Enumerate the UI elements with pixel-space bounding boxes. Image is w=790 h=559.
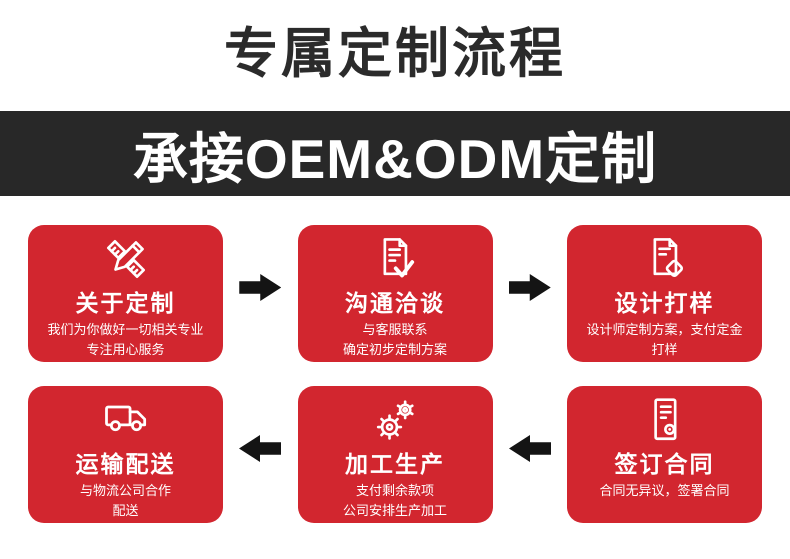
- card-desc-line: 设计师定制方案，支付定金: [586, 322, 743, 338]
- step-card-communicate: 沟通洽谈 与客服联系 确定初步定制方案: [297, 225, 493, 362]
- card-desc: 设计师定制方案，支付定金 打样: [586, 320, 742, 360]
- card-desc: 支付剩余款项 公司安排生产加工: [343, 481, 447, 521]
- document-check-icon: [370, 235, 420, 283]
- card-desc-line: 合同无异议，签署合同: [599, 483, 730, 499]
- arrow-right-icon: [508, 274, 551, 301]
- card-desc: 合同无异议，签署合同: [599, 481, 729, 501]
- gears-icon: [370, 396, 420, 444]
- card-desc-line: 打样: [651, 342, 678, 358]
- card-title: 签订合同: [614, 451, 715, 477]
- card-title: 关于定制: [75, 290, 176, 316]
- oem-banner-text: 承接OEM&ODM定制: [132, 127, 658, 190]
- card-desc-line: 配送: [112, 503, 139, 519]
- card-title: 设计打样: [614, 290, 715, 316]
- flow-row-2: 运输配送 与物流公司合作 配送: [28, 386, 762, 523]
- truck-icon: [100, 396, 152, 444]
- card-desc-line: 与物流公司合作: [79, 483, 171, 499]
- step-card-contract: 签订合同 合同无异议，签署合同: [567, 386, 762, 523]
- card-desc: 我们为你做好一切相关专业 专注用心服务: [47, 320, 203, 360]
- arrow-right-icon: [239, 274, 282, 301]
- arrow-left-icon: [509, 435, 551, 462]
- page-title: 专属定制流程: [224, 24, 566, 84]
- pencil-ruler-icon: [101, 235, 151, 283]
- card-title: 沟通洽谈: [345, 290, 445, 316]
- document-tag-icon: [640, 235, 690, 283]
- step-card-production: 加工生产 支付剩余款项 公司安排生产加工: [297, 386, 493, 523]
- card-desc-line: 我们为你做好一切相关专业: [47, 322, 204, 338]
- step-card-design: 设计打样 设计师定制方案，支付定金 打样: [567, 225, 762, 362]
- card-desc-line: 与客服联系: [362, 322, 428, 338]
- card-desc-line: 公司安排生产加工: [342, 503, 447, 519]
- card-desc: 与物流公司合作 配送: [80, 481, 171, 521]
- card-title: 加工生产: [345, 451, 445, 477]
- contract-seal-icon: [640, 396, 690, 444]
- step-card-about: 关于定制 我们为你做好一切相关专业 专注用心服务: [28, 225, 223, 362]
- card-desc-line: 专注用心服务: [86, 342, 165, 358]
- flow-row-1: 关于定制 我们为你做好一切相关专业 专注用心服务 沟通洽谈 与客服联系 确定初步…: [28, 225, 762, 362]
- oem-banner: 承接OEM&ODM定制: [0, 111, 790, 196]
- step-card-shipping: 运输配送 与物流公司合作 配送: [28, 386, 223, 523]
- arrow-left-icon: [239, 435, 281, 462]
- card-desc: 与客服联系 确定初步定制方案: [343, 320, 447, 360]
- card-desc-line: 确定初步定制方案: [342, 342, 447, 358]
- card-title: 运输配送: [75, 451, 176, 477]
- flow-grid: 关于定制 我们为你做好一切相关专业 专注用心服务 沟通洽谈 与客服联系 确定初步…: [0, 225, 790, 523]
- card-desc-line: 支付剩余款项: [355, 483, 434, 499]
